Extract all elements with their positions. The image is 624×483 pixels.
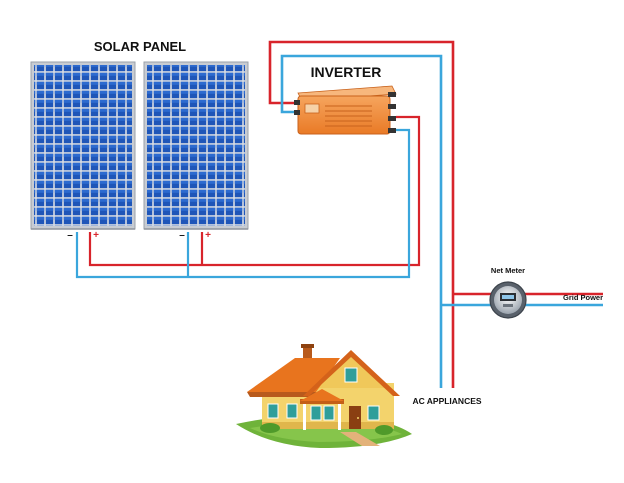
- panel-1-negative-label: –: [67, 230, 73, 241]
- net-meter-icon: [489, 281, 527, 319]
- panel-1-positive-label: +: [93, 230, 99, 241]
- house-icon: [236, 344, 412, 448]
- solar-panel-title: SOLAR PANEL: [94, 39, 186, 54]
- ac-negative-wire: [280, 54, 443, 388]
- inverter-icon: [294, 85, 397, 135]
- panel-2-negative-label: –: [179, 230, 185, 241]
- ac-positive-wire: [268, 40, 455, 388]
- dc-negative-wire: [75, 128, 411, 279]
- solar-panel-2: [143, 61, 249, 230]
- panel-2-positive-label: +: [205, 230, 211, 241]
- dc-wiring: [75, 115, 421, 279]
- net-meter-label: Net Meter: [491, 266, 525, 275]
- ac-appliances-label: AC APPLIANCES: [412, 396, 481, 406]
- dc-positive-wire: [88, 115, 421, 267]
- solar-panel-1: [30, 61, 136, 230]
- grid-power-label: Grid Power: [563, 293, 603, 302]
- inverter-title: INVERTER: [311, 64, 382, 80]
